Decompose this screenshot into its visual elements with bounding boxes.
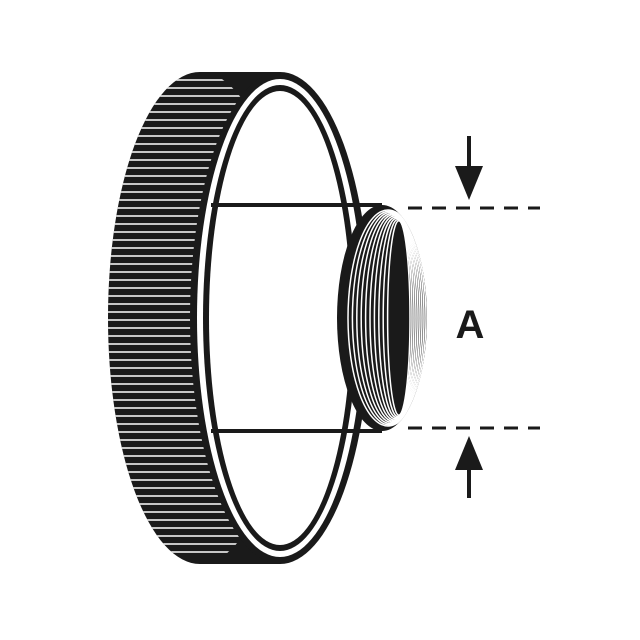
thread-lines [347, 209, 427, 427]
thread-curve [378, 217, 415, 419]
dimension-lines [408, 206, 540, 430]
thread-curve [369, 215, 419, 421]
thread-curve [386, 220, 411, 416]
thread-curve [364, 214, 421, 422]
threaded-spigot [211, 203, 427, 433]
front-face-surface [209, 91, 351, 545]
thread-curve [360, 212, 423, 424]
dimension-label: A [456, 303, 485, 347]
thread-curve [347, 209, 427, 427]
thread-curve [351, 210, 427, 426]
arrow-up-icon [455, 436, 483, 498]
thread-curve [356, 211, 425, 425]
thread-curve [373, 216, 417, 420]
arrow-down-icon [455, 136, 483, 200]
thread-curve [382, 218, 413, 418]
spigot-end-face [337, 205, 427, 431]
